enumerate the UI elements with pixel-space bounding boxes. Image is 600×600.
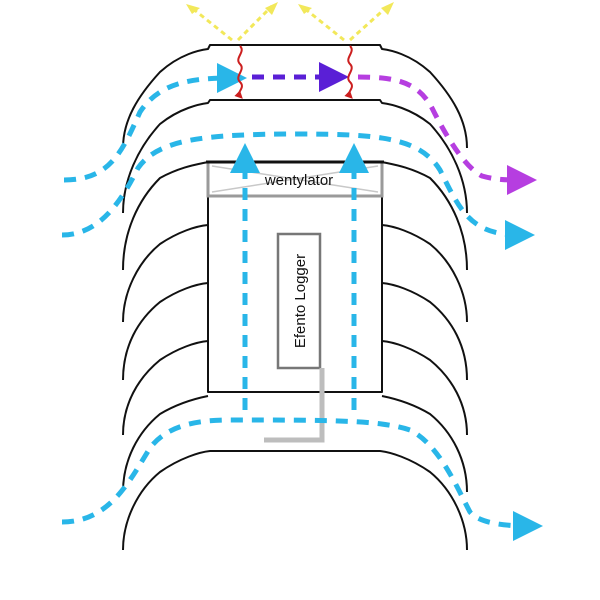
airflow-bottom: [61, 417, 543, 541]
heat-wave-right: [344, 45, 353, 99]
sun-ray: [236, 4, 274, 42]
shield-plate-6: [122, 340, 468, 436]
sun-ray-arrowhead: [186, 4, 200, 14]
sun-ray-arrowhead: [298, 4, 312, 14]
fan-label: wentylator: [264, 172, 333, 189]
shield-plate-8: [122, 450, 468, 551]
shield-plate-3: [122, 161, 468, 393]
shield-plate-1: [122, 44, 468, 149]
fan-unit: wentylator: [206, 160, 384, 198]
shield-plate-2: [122, 99, 468, 214]
shield-plate-5: [122, 282, 468, 381]
airflow-paths: [61, 63, 543, 541]
heat-icon: [234, 45, 353, 99]
logger-label: Efento Logger: [292, 254, 309, 348]
sun-ray-arrowhead: [265, 2, 278, 15]
airflow-middle: [61, 131, 535, 250]
logger-probe: [264, 368, 325, 443]
logger-box: [276, 232, 322, 370]
warm-airflow: [252, 62, 537, 195]
logger-unit: Efento Logger: [264, 232, 325, 443]
heat-wave-left: [234, 45, 243, 99]
shield-plate-7: [122, 395, 468, 493]
sun-rays-icon: [186, 2, 394, 42]
exhaust-air-flow: [357, 74, 537, 195]
shield-plates: [122, 44, 468, 551]
sun-ray: [303, 6, 345, 42]
shield-plate-4: [122, 224, 468, 323]
sun-ray: [191, 6, 233, 42]
airflow-top-incoming: [63, 63, 247, 183]
sun-ray-arrowhead: [381, 2, 394, 15]
sun-ray: [348, 4, 390, 42]
